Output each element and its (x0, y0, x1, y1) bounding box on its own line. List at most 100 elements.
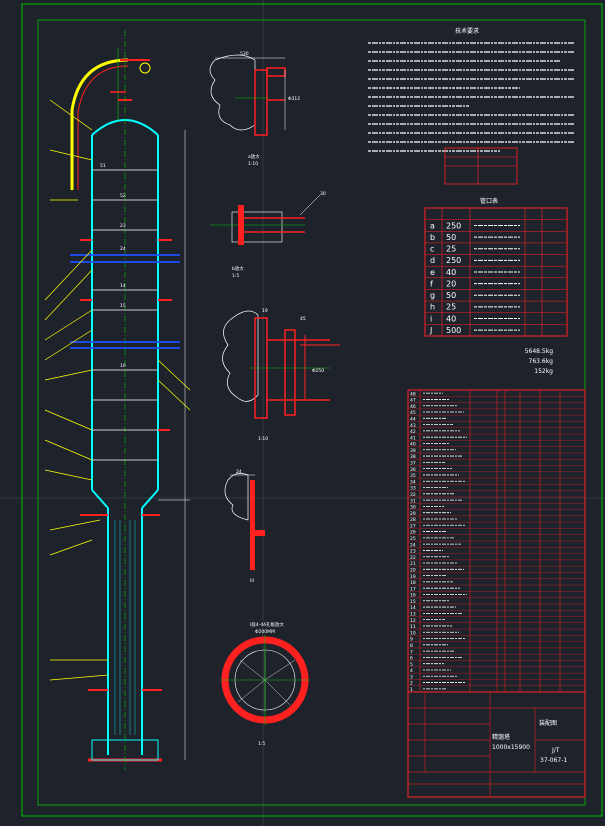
nozzle-mark: b (430, 233, 435, 242)
blue-trays (70, 254, 180, 349)
detail-a-label: a放大 (248, 153, 260, 160)
nozzle-dn: 40 (446, 268, 456, 277)
parts-row-number: 25 (410, 536, 416, 542)
parts-row-number: 43 (410, 423, 416, 429)
weight-total: 5648.5kg (525, 348, 553, 355)
parts-row-number: 38 (410, 454, 416, 460)
nozzle-mark: i (430, 314, 432, 323)
parts-row-number: 26 (410, 530, 416, 536)
parts-row-number: 33 (410, 486, 416, 492)
detail-b-dim-30: 30 (320, 191, 326, 197)
label-51: 51 (100, 163, 106, 169)
nozzle-mark: a (430, 221, 435, 230)
label-15: 15 (120, 303, 126, 309)
title-size: 1000x15900 (492, 744, 530, 751)
parts-row-number: 1 (410, 687, 413, 693)
detail-c-scale: 1:10 (258, 436, 268, 442)
parts-row-number: 7 (410, 649, 413, 655)
detail-a-scale: 1:10 (248, 161, 258, 167)
title-equipment: 精馏塔 (492, 733, 510, 741)
parts-row-number: 19 (410, 574, 416, 580)
parts-row-number: 45 (410, 410, 416, 416)
outer-frame (21, 3, 603, 817)
nozzle-mark: d (430, 256, 435, 265)
detail-c: Φ250 45 19 1:10 (222, 308, 340, 442)
parts-row-number: 13 (410, 612, 416, 618)
detail-c-dim-45: 45 (300, 316, 306, 322)
parts-rows: 4847464544434241403938373635343332313029… (408, 391, 585, 693)
detail-b: 30 b放大 1:5 (210, 191, 326, 279)
detail-a-cloud (209, 54, 256, 131)
nozzle-dn: 250 (446, 256, 461, 265)
nozzle-dn: 50 (446, 233, 456, 242)
title-assembly: 装配图 (539, 719, 557, 727)
nozzle-dn: 500 (446, 326, 461, 335)
parts-row-number: 21 (410, 561, 416, 567)
packing-section (114, 520, 136, 735)
parts-row-number: 6 (410, 656, 413, 662)
parts-row-number: 20 (410, 567, 416, 573)
ring-subtitle: Φ200MM (255, 629, 275, 635)
detail-c-dim-19: 19 (262, 308, 268, 314)
title-drawing-no: J/T (551, 747, 560, 754)
nozzle-dn: 25 (446, 245, 456, 254)
cone (91, 489, 159, 509)
label-24: 24 (120, 246, 126, 252)
parts-row-number: 4 (410, 668, 413, 674)
title-drawing-no2: 37-067-1 (540, 757, 567, 764)
parts-row-number: 12 (410, 618, 416, 624)
parts-row-number: 22 (410, 555, 416, 561)
weight-internal: 763.6kg (529, 358, 554, 365)
nozzle-mark: h (430, 303, 435, 312)
trays (92, 169, 158, 461)
detail-b-label: b放大 (232, 265, 244, 272)
title-block: 精馏塔 1000x15900 装配图 J/T 37-067-1 (407, 691, 586, 798)
detail-a-dim-312: Φ312 (288, 96, 300, 102)
parts-row-number: 34 (410, 479, 416, 485)
ring-plate: I段4-44孔板放大 Φ200MM 1:5 (220, 621, 310, 747)
parts-row-number: 47 (410, 398, 416, 404)
ring-scale: 1:5 (258, 741, 265, 747)
leader-lines (44, 99, 191, 681)
detail-iii-dim-24: 24 (236, 469, 242, 475)
label-23: 23 (120, 223, 126, 229)
parts-row-number: 23 (410, 549, 416, 555)
parts-row-number: 28 (410, 517, 416, 523)
nozzle-mark: J (429, 326, 432, 335)
nozzle-dn: 20 (446, 279, 456, 288)
parts-row-number: 29 (410, 511, 416, 517)
parts-row-number: 17 (410, 586, 416, 592)
parts-row-number: 11 (410, 624, 416, 630)
parts-row-number: 14 (410, 605, 416, 611)
weight-other: 152kg (534, 368, 553, 375)
column-elevation: 51 52 23 24 14 15 16 (44, 30, 191, 770)
nozzle-mark: e (430, 268, 435, 277)
parts-row-number: 32 (410, 492, 416, 498)
detail-a: 530 Φ312 a放大 1:10 (209, 51, 300, 167)
nozzle-dn: 250 (446, 221, 461, 230)
nozzle-dn: 25 (446, 303, 456, 312)
label-14: 14 (120, 283, 126, 289)
shell-nozzles (80, 239, 172, 691)
parts-row-number: 9 (410, 637, 413, 643)
parts-row-number: 48 (410, 391, 416, 397)
parts-row-number: 24 (410, 542, 416, 548)
detail-iii: 24 III (224, 469, 265, 584)
nozzle-table: 管口表 (424, 197, 568, 337)
parts-row-number: 2 (410, 681, 413, 687)
parts-row-number: 10 (410, 630, 416, 636)
nozzle-mark: g (430, 291, 435, 300)
parts-row-number: 42 (410, 429, 416, 435)
weights: 5648.5kg 763.6kg 152kg (525, 348, 553, 375)
parts-row-number: 44 (410, 416, 416, 422)
nozzle-mark: f (430, 279, 433, 288)
parts-row-number: 31 (410, 498, 416, 504)
label-16: 16 (120, 363, 126, 369)
label-52: 52 (120, 193, 126, 199)
parts-row-number: 46 (410, 404, 416, 410)
nozzle-table-title: 管口表 (480, 197, 498, 205)
nozzle-dn: 50 (446, 291, 456, 300)
nozzle-dn: 40 (446, 314, 456, 323)
